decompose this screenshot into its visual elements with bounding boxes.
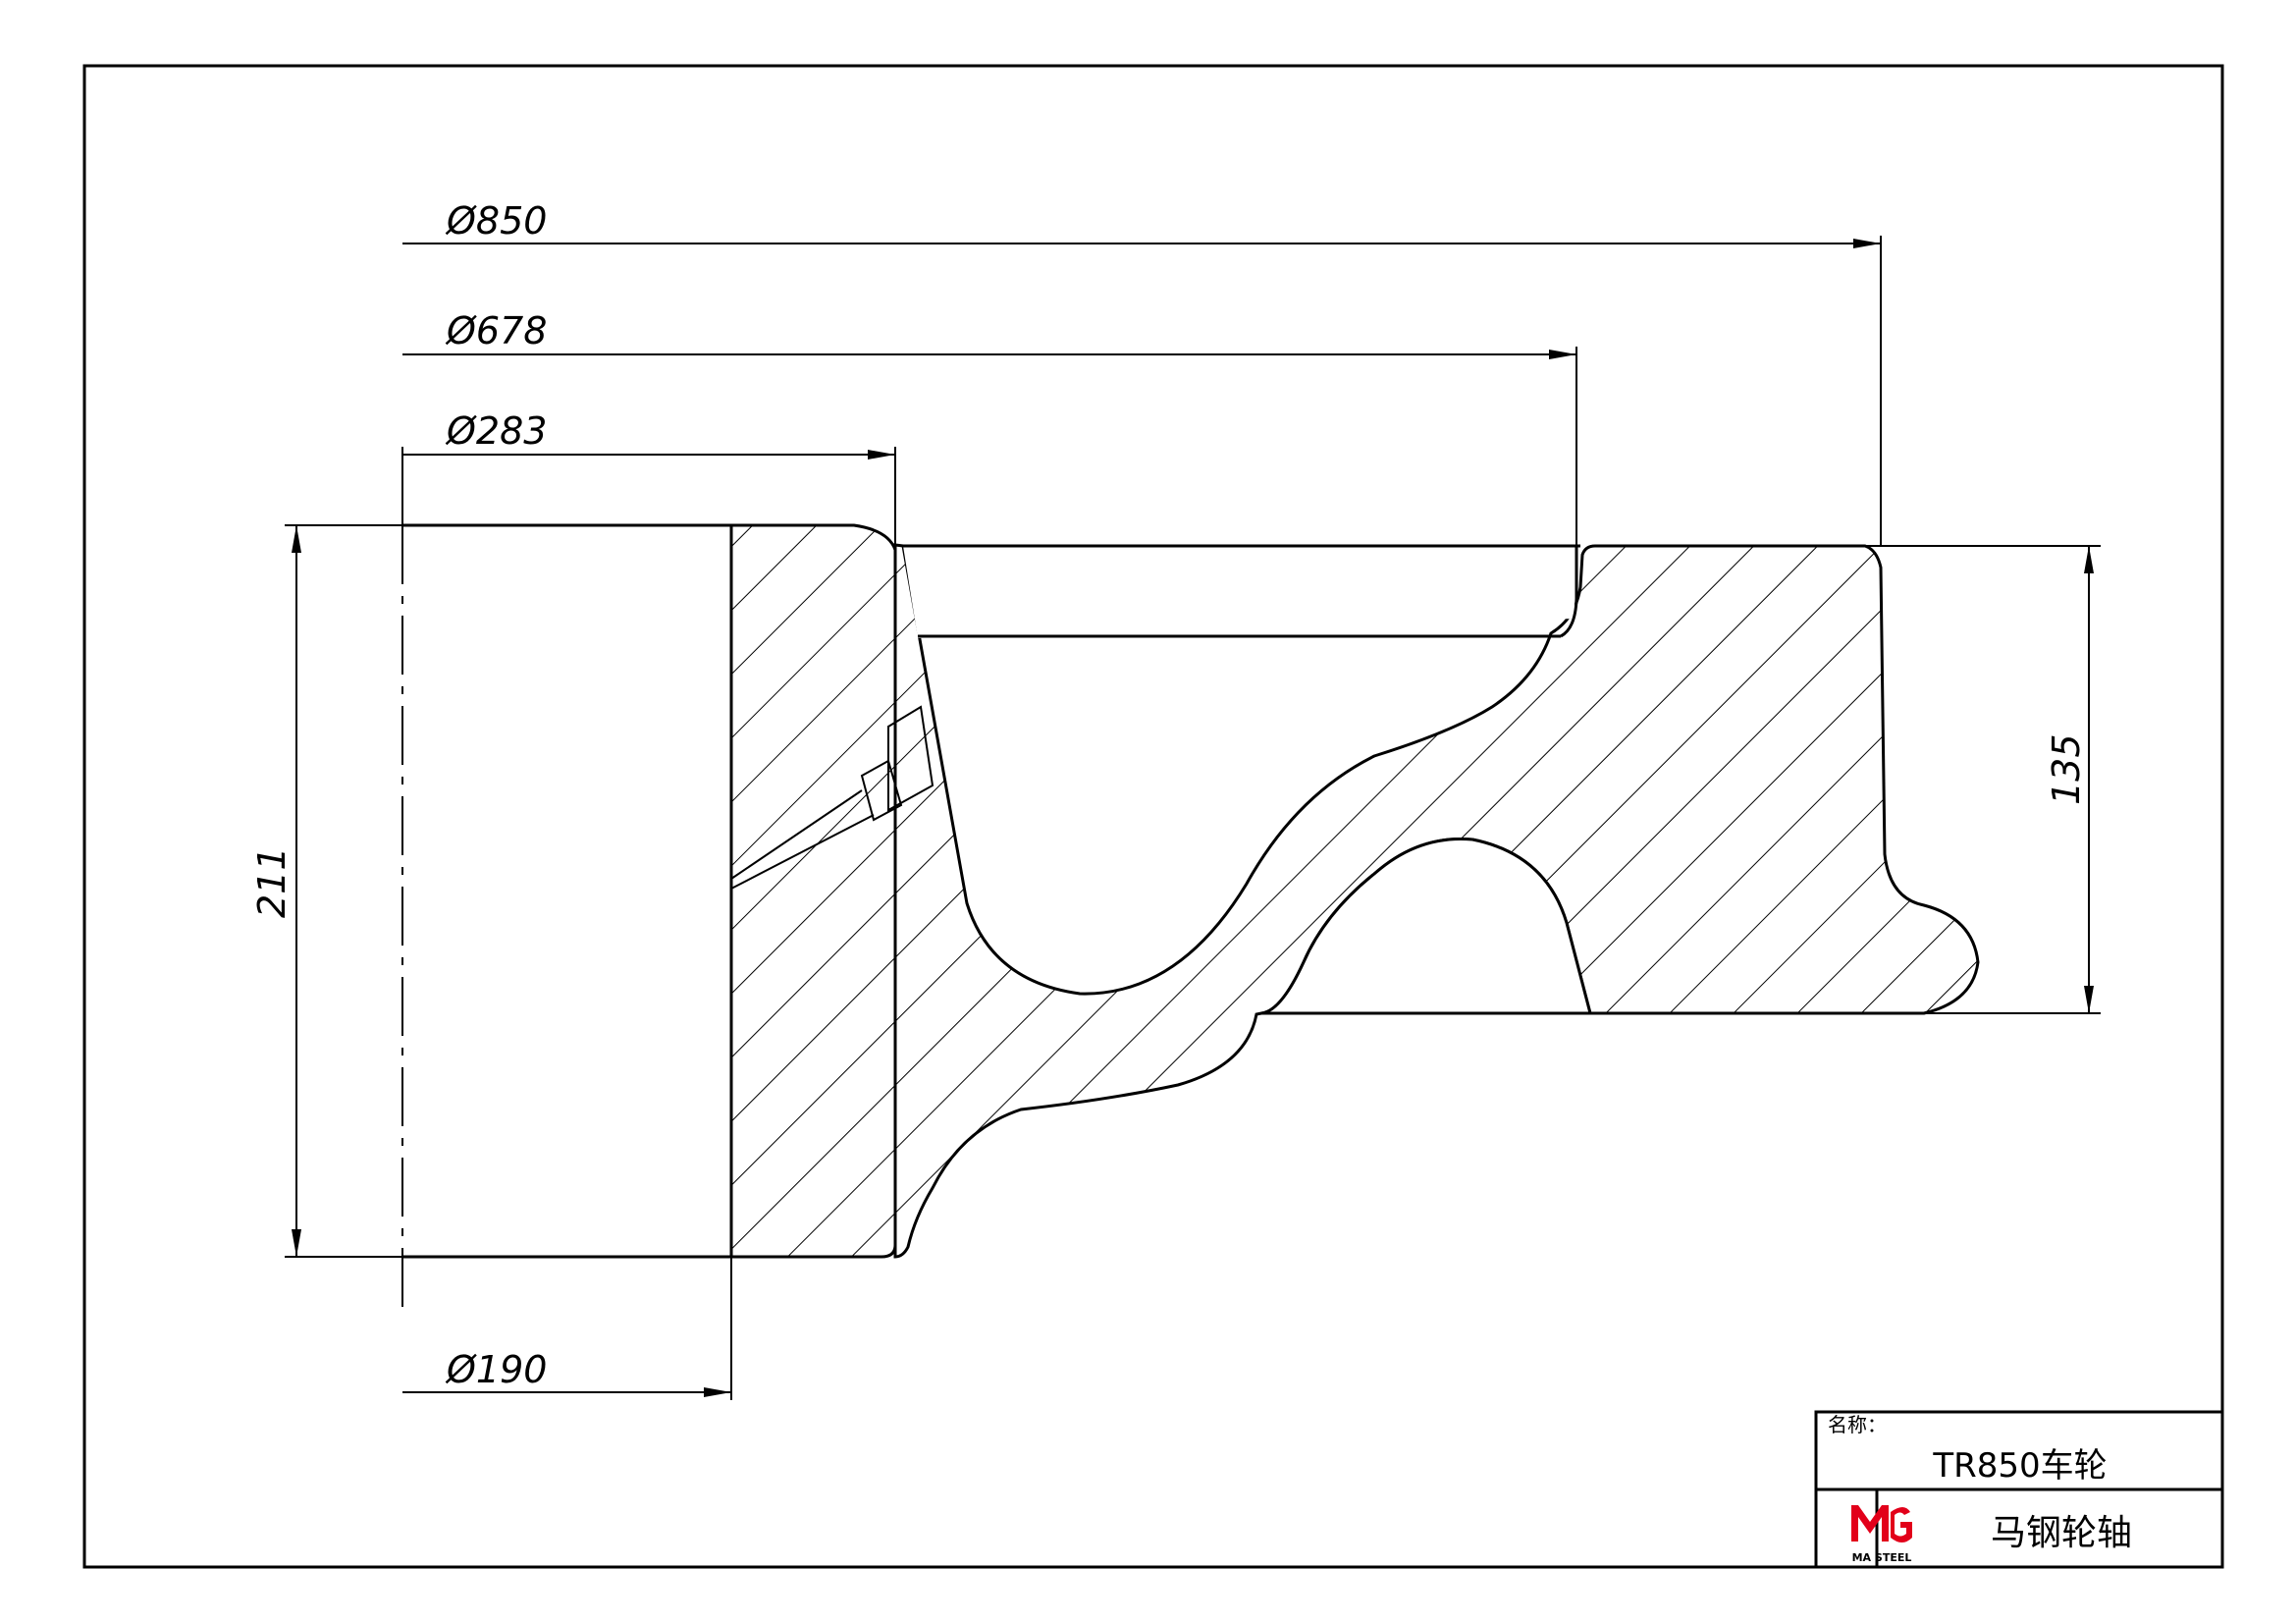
title-block: 名称： TR850车轮 马钢轮轴 MA STEEL [1814,1410,2224,1569]
hub-section [729,523,897,1259]
dim-h135: 135 [2045,733,2088,805]
ma-steel-logo: MA STEEL [1851,1505,1912,1564]
title-name-label: 名称： [1828,1413,1887,1436]
web-lower-cavity [1260,837,1592,1015]
web-rim-section [893,543,1980,1259]
title-company: 马钢轮轴 [1991,1513,2132,1553]
dim-d678: Ø678 [445,309,547,352]
dim-h211: 211 [250,846,294,918]
dim-d190: Ø190 [445,1348,547,1391]
dim-d283: Ø283 [445,409,547,453]
dim-d850: Ø850 [445,199,547,243]
logo-text: MA STEEL [1852,1551,1912,1564]
oil-hole-detail [730,705,934,890]
rim-inner-edge [903,546,1575,638]
drawing-frame [82,64,2224,1569]
title-name-value: TR850车轮 [1932,1446,2107,1486]
